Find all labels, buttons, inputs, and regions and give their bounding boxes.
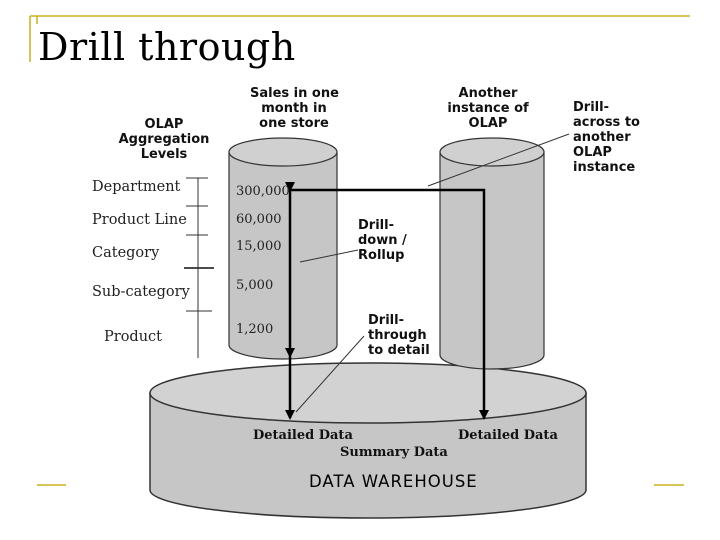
- level-department: Department: [92, 179, 181, 195]
- drill-down-label: Drill- down / Rollup: [358, 218, 407, 263]
- accent-lines: [29, 15, 690, 486]
- another-instance-label: Another instance of OLAP: [447, 86, 529, 131]
- warehouse-cylinder: [149, 362, 587, 519]
- sales-label: Sales in one month in one store: [250, 86, 339, 131]
- value-product-line: 60,000: [236, 212, 282, 227]
- value-sub-category: 5,000: [236, 278, 274, 293]
- level-product-line: Product Line: [92, 212, 187, 228]
- value-department: 300,000: [236, 184, 290, 199]
- olap-levels-label: OLAP Aggregation Levels: [118, 117, 210, 162]
- value-product: 1,200: [236, 322, 274, 337]
- detailed-data-right: Detailed Data: [458, 428, 558, 443]
- warehouse-name: DATA WAREHOUSE: [309, 472, 478, 491]
- level-sub-category: Sub-category: [92, 284, 190, 300]
- level-axis: [184, 177, 214, 358]
- callout-lines: [295, 133, 570, 413]
- drill-through-label: Drill- through to detail: [368, 313, 430, 358]
- level-product: Product: [104, 329, 162, 345]
- olap-cylinder-left: [228, 137, 338, 360]
- slide-title: Drill through: [38, 25, 296, 69]
- detailed-data-left: Detailed Data: [253, 428, 353, 443]
- olap-cylinder-right: [439, 137, 545, 370]
- drill-across-arrow: [290, 188, 489, 420]
- value-category: 15,000: [236, 239, 282, 254]
- drill-across-label: Drill- across to another OLAP instance: [573, 100, 640, 175]
- summary-data: Summary Data: [340, 445, 448, 460]
- level-category: Category: [92, 245, 160, 261]
